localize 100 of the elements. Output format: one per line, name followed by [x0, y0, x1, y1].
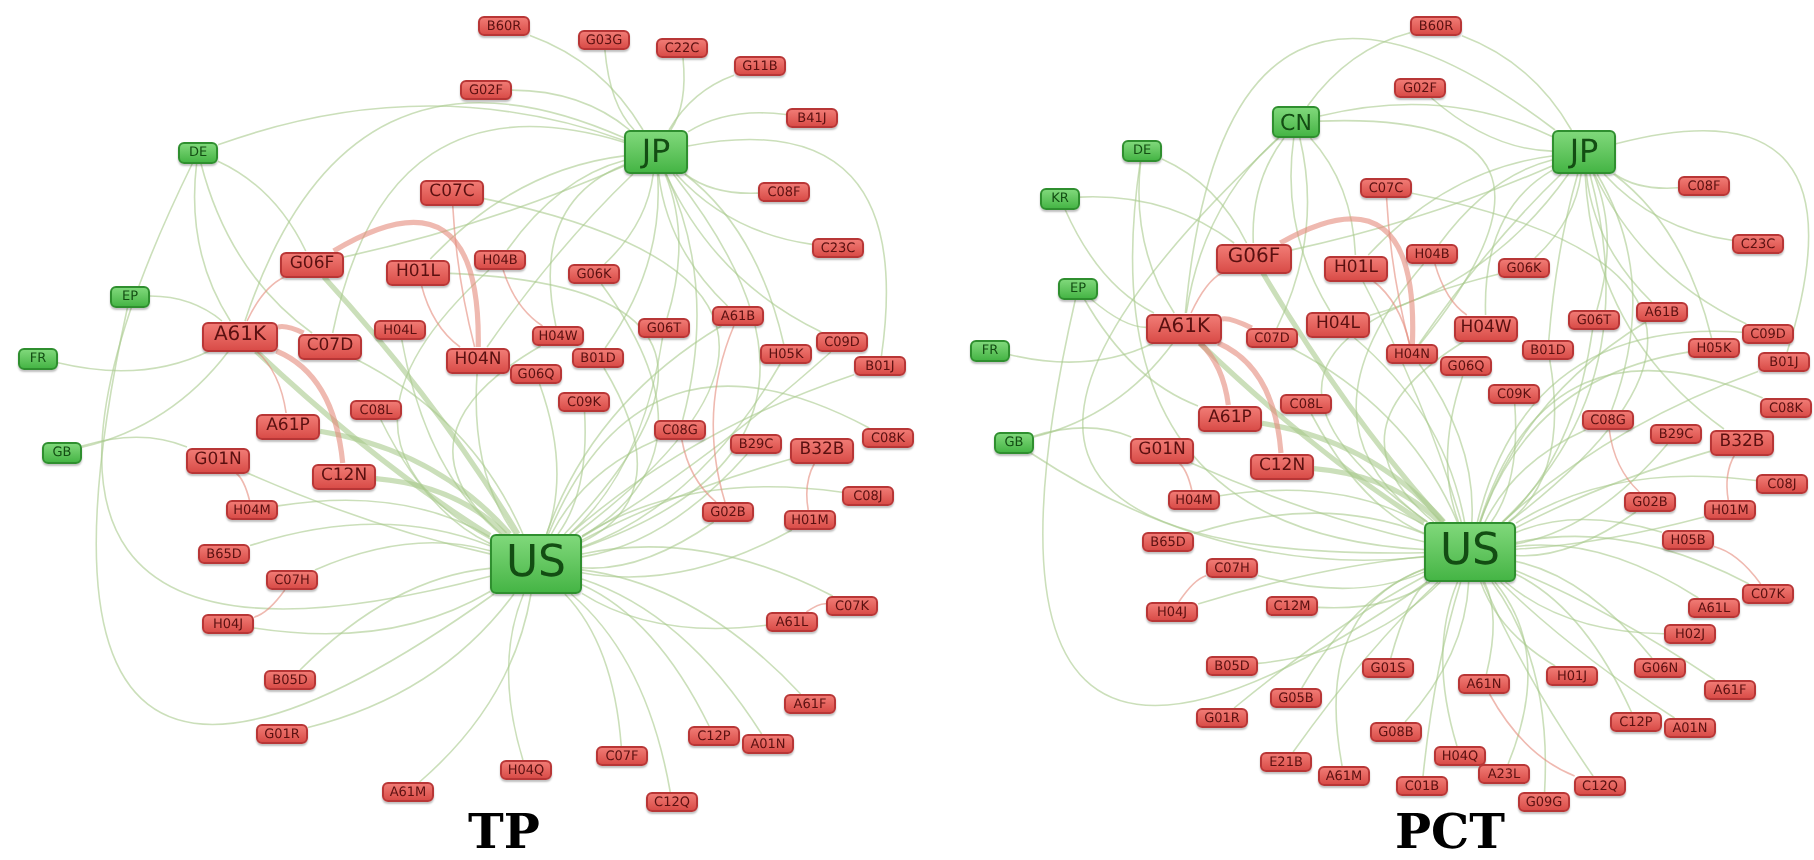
connector-line: [1279, 216, 1416, 344]
connector-line: [603, 173, 655, 265]
connector-line: [668, 74, 735, 131]
connector-line: [1079, 196, 1235, 244]
connector-line: [581, 173, 761, 549]
country-node: JP: [1552, 130, 1616, 174]
connector-line: [1029, 452, 1425, 562]
connector-line: [275, 348, 346, 464]
connector-line: [549, 164, 625, 327]
connector-line: [81, 436, 188, 448]
connector-line: [246, 472, 491, 555]
connector-line: [307, 593, 515, 729]
connector-line: [475, 372, 516, 535]
connector-line: [1352, 336, 1466, 523]
connector-line: [1252, 137, 1285, 244]
connector-line: [429, 155, 625, 260]
connector-line: [502, 269, 544, 327]
connector-line: [1178, 462, 1193, 491]
class-code-node: B32B: [790, 437, 854, 463]
connector-line: [604, 49, 636, 131]
connector-line: [1217, 340, 1284, 454]
connector-line: [483, 197, 720, 535]
connector-line: [1612, 173, 1713, 339]
connector-line: [193, 162, 232, 322]
class-code-node: A61K: [1146, 313, 1222, 343]
class-code-node: G06F: [1216, 243, 1292, 273]
connector-line: [1033, 342, 1174, 438]
connector-line: [1291, 165, 1553, 251]
class-code-node: B32B: [1710, 429, 1774, 455]
connector-line: [314, 542, 491, 571]
connector-line: [1515, 544, 1700, 599]
country-node: US: [490, 534, 582, 594]
connector-line: [1585, 173, 1653, 303]
connector-line: [687, 112, 787, 133]
connector-line: [657, 173, 729, 307]
connector-line: [1404, 581, 1470, 723]
connector-line: [1441, 581, 1459, 747]
connector-line: [683, 173, 785, 345]
connector-line: [581, 578, 763, 735]
connector-line: [547, 385, 870, 535]
connector-line: [1197, 341, 1426, 526]
connector-line: [1476, 330, 1743, 523]
connector-line: [1713, 545, 1762, 585]
connector-line: [1138, 160, 1176, 314]
class-code-node: H01L: [386, 259, 450, 285]
connector-line: [1515, 516, 1705, 550]
connector-line: [581, 351, 832, 538]
connector-line: [550, 439, 658, 535]
panel-title: TP: [468, 808, 540, 856]
connector-line: [277, 323, 305, 336]
connector-line: [1335, 568, 1425, 767]
connector-line: [1082, 137, 1425, 554]
connector-line: [1193, 512, 1425, 535]
connector-line: [1608, 429, 1641, 493]
class-code-node: G06F: [280, 251, 344, 277]
connector-line: [675, 173, 813, 246]
connector-line: [581, 546, 834, 597]
connector-line: [568, 337, 664, 535]
connector-line: [1362, 280, 1463, 523]
connector-line: [255, 350, 287, 414]
class-code-node: C07C: [420, 179, 484, 205]
connector-line: [1615, 130, 1810, 353]
connector-line: [1430, 97, 1553, 152]
connector-line: [451, 204, 476, 348]
connector-line: [581, 367, 639, 543]
connector-line: [664, 173, 680, 319]
connector-line: [1418, 173, 1562, 345]
class-code-node: H04N: [446, 347, 510, 373]
connector-line: [806, 462, 816, 511]
connector-line: [1479, 581, 1556, 667]
connector-line: [1261, 420, 1446, 524]
connector-line: [1319, 120, 1496, 345]
connector-line: [96, 306, 495, 725]
connector-line: [1422, 581, 1462, 777]
connector-line: [254, 349, 492, 538]
connector-line: [604, 173, 659, 349]
connector-line: [712, 325, 735, 503]
connector-line: [1418, 363, 1473, 523]
connector-line: [581, 529, 793, 578]
connector-line: [1515, 560, 1653, 659]
connector-line: [1257, 571, 1425, 590]
country-node: JP: [624, 130, 688, 174]
connector-line: [581, 485, 843, 537]
connector-line: [1233, 575, 1425, 709]
connector-line: [380, 419, 491, 545]
connector-line: [401, 339, 502, 535]
connector-line: [418, 593, 532, 783]
connector-line: [1317, 581, 1431, 609]
connector-line: [1389, 581, 1428, 659]
connector-line: [581, 583, 710, 727]
class-code-node: H04W: [1454, 315, 1518, 341]
connector-line: [253, 589, 286, 618]
connector-line: [1483, 581, 1494, 675]
connector-line: [1479, 351, 1689, 523]
connector-line: [665, 173, 698, 421]
connector-line: [1042, 298, 1428, 706]
connector-line: [100, 162, 491, 609]
connector-line: [581, 592, 767, 630]
connector-line: [1484, 429, 1587, 523]
connector-line: [1177, 574, 1207, 603]
